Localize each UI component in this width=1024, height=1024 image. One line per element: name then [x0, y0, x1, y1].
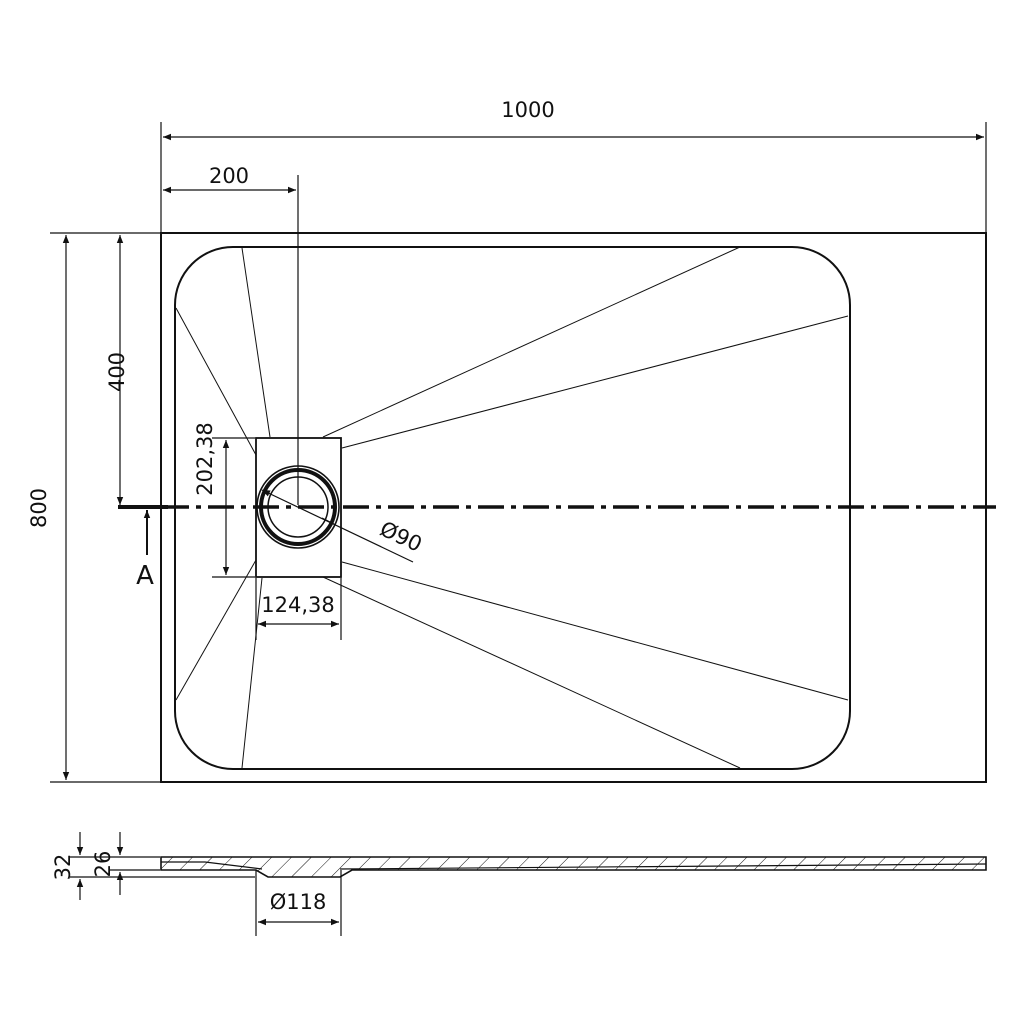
dim-drain-box-height: 202,38 [193, 422, 217, 495]
dim-drain-offset-x: 200 [209, 164, 249, 188]
dim-line-drain-diameter [261, 489, 414, 563]
dim-overall-depth: 800 [27, 488, 51, 528]
section-view: Ø118 32 26 [51, 832, 987, 936]
dim-drain-offset-y: 400 [105, 352, 129, 392]
plan-view: A [118, 232, 996, 783]
dim-thickness-tray: 26 [91, 851, 115, 878]
dim-outlet-diameter: Ø118 [270, 890, 327, 914]
section-label: A [136, 561, 154, 591]
dimensions: 1000 200 800 400 202,38 124,38 Ø90 [27, 98, 987, 783]
dim-thickness-total: 32 [51, 854, 75, 881]
dim-overall-width: 1000 [501, 98, 554, 122]
slope-lines [175, 246, 849, 769]
dim-drain-diameter: Ø90 [376, 517, 425, 557]
dim-drain-box-width: 124,38 [261, 593, 334, 617]
